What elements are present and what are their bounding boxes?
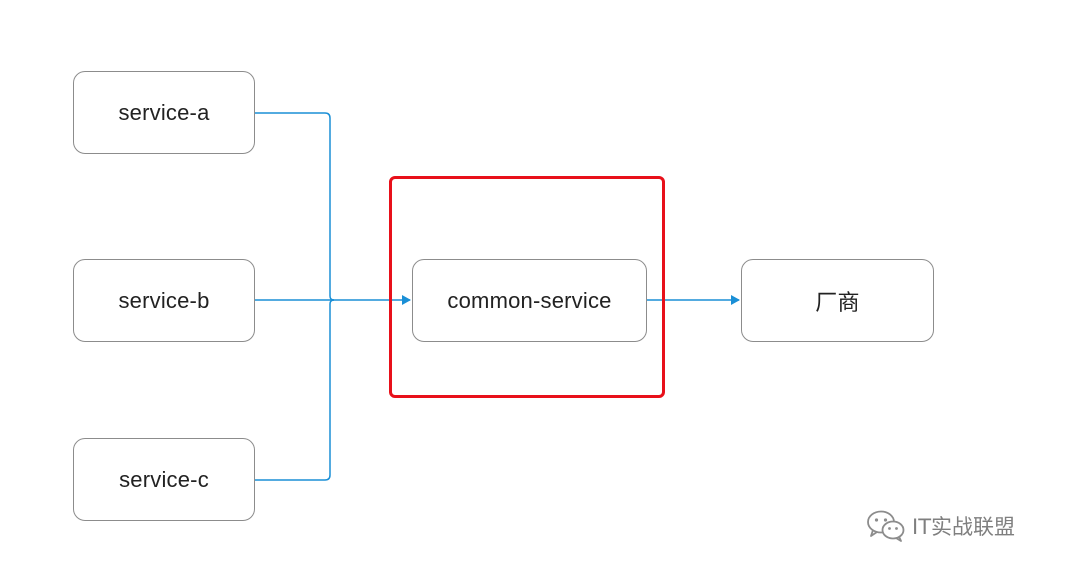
connector-service-a bbox=[255, 112, 335, 301]
service-a-node: service-a bbox=[73, 71, 255, 154]
common-service-node: common-service bbox=[412, 259, 647, 342]
wechat-icon bbox=[867, 510, 905, 542]
watermark-text: IT实战联盟 bbox=[912, 515, 1016, 539]
service-b-node: service-b bbox=[73, 259, 255, 342]
watermark: IT实战联盟 bbox=[866, 509, 1015, 543]
service-c-label: service-c bbox=[119, 466, 209, 492]
connector-service-c bbox=[255, 299, 335, 481]
vendor-node: 厂商 bbox=[741, 259, 934, 342]
highlight-box bbox=[389, 176, 665, 398]
service-a-label: service-a bbox=[118, 99, 210, 125]
service-c-node: service-c bbox=[73, 438, 255, 521]
common-service-label: common-service bbox=[447, 287, 612, 313]
service-b-label: service-b bbox=[118, 287, 210, 313]
vendor-label: 厂商 bbox=[815, 290, 860, 316]
